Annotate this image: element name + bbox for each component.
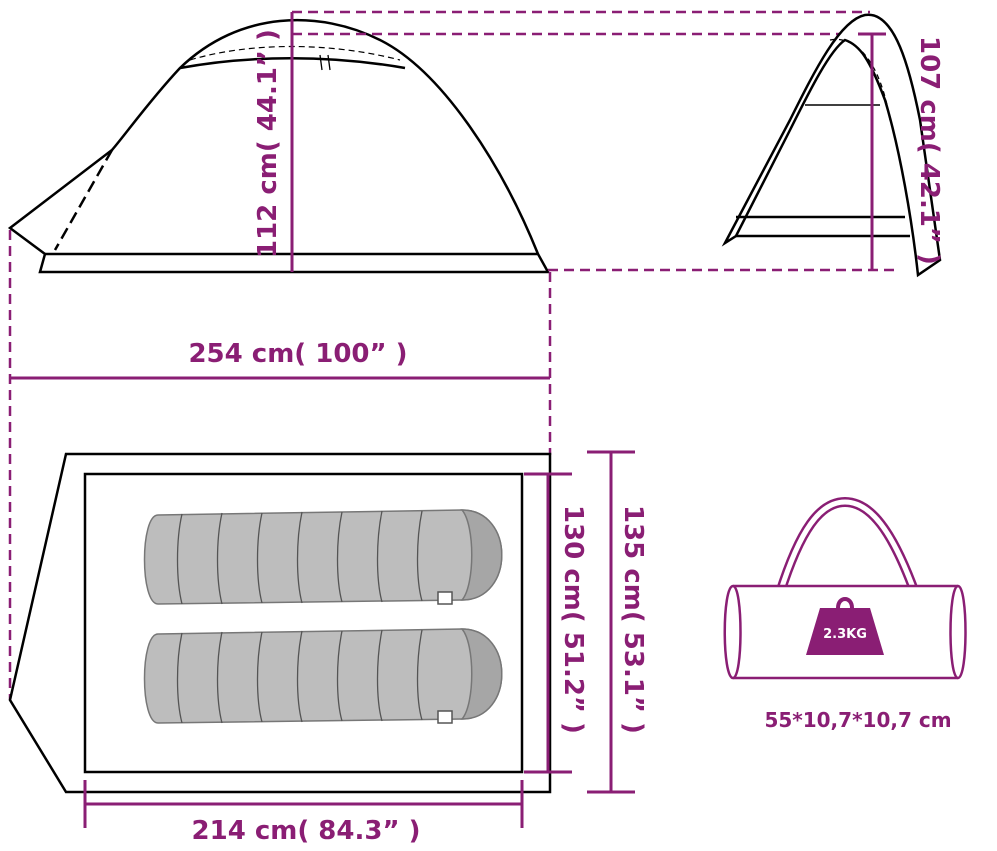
side-height-label: 107 cm( 42.1” ) xyxy=(914,36,944,265)
sleeping-bag-top xyxy=(143,509,503,605)
inner-width-dimension xyxy=(524,472,572,774)
outer-width-label: 135 cm( 53.1” ) xyxy=(618,505,648,734)
bag-size-label: 55*10,7*10,7 cm xyxy=(764,708,951,732)
tent-front-view xyxy=(7,18,551,274)
weight-icon xyxy=(806,597,884,655)
side-height-dimension xyxy=(858,32,886,270)
outer-width-dimension xyxy=(587,450,635,794)
inner-width-label: 130 cm( 51.2” ) xyxy=(558,505,588,734)
front-height-dimension xyxy=(290,10,900,272)
tent-inner-floor xyxy=(83,472,524,774)
total-length-label: 254 cm( 100” ) xyxy=(188,339,407,369)
tent-side-view xyxy=(721,13,942,278)
inner-length-label: 214 cm( 84.3” ) xyxy=(192,816,421,846)
weight-label: 2.3KG xyxy=(823,627,867,642)
front-height-label: 112 cm( 44.1” ) xyxy=(253,29,283,258)
tent-top-view xyxy=(8,452,552,794)
inner-length-dimension xyxy=(83,780,524,828)
total-length-dimension xyxy=(8,230,552,700)
sleeping-bag-bottom xyxy=(143,628,503,724)
